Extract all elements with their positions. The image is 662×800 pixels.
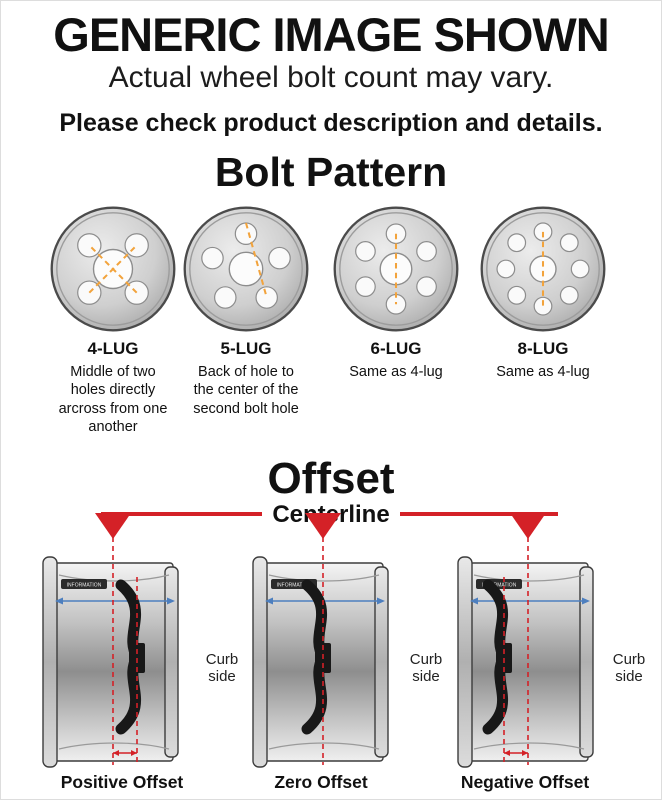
bolt-pattern-4-lug: 4-LUG Middle of two holes directly arcro… [38, 204, 188, 437]
negative-offset-label: Negative Offset [460, 772, 590, 792]
bolt-pattern-6-lug: 6-LUG Same as 4-lug [321, 204, 471, 381]
lug-label: 8-LUG [517, 339, 569, 358]
lug-description: Back of hole to the center of the second… [193, 364, 299, 417]
bolt-pattern-8-lug: 8-LUG Same as 4-lug [468, 204, 618, 381]
svg-text:INFORMATION: INFORMATION [277, 583, 312, 589]
svg-text:INFORMATION: INFORMATION [67, 583, 102, 589]
wheel-4-lug-diagram [48, 204, 178, 334]
bolt-pattern-heading: Bolt Pattern [214, 149, 448, 195]
zero-offset-wheel-diagram: INFORMATION [243, 513, 403, 773]
page-title: GENERIC IMAGE SHOWN [53, 8, 609, 61]
lug-description: Middle of two holes directly arcross fro… [58, 364, 168, 436]
lug-description: Same as 4-lug [496, 364, 590, 380]
curb-side-label: Curb side [409, 651, 443, 685]
lug-label: 6-LUG [370, 339, 422, 358]
svg-text:INFORMATION: INFORMATION [482, 583, 517, 589]
bolt-pattern-5-lug: 5-LUG Back of hole to the center of the … [171, 204, 321, 418]
wheel-8-lug-diagram [478, 204, 608, 334]
lug-label: 5-LUG [220, 339, 272, 358]
wheel-5-lug-diagram [181, 204, 311, 334]
lug-description: Same as 4-lug [349, 364, 443, 380]
offset-heading: Offset [267, 454, 395, 503]
positive-offset-wheel-diagram: INFORMATION [33, 513, 193, 773]
curb-side-label: Curb side [205, 651, 239, 685]
wheel-6-lug-diagram [331, 204, 461, 334]
zero-offset-label: Zero Offset [274, 772, 368, 792]
positive-offset-label: Positive Offset [60, 772, 184, 792]
negative-offset-wheel-diagram: INFORMATION [448, 513, 608, 773]
note-text: Please check product description and det… [59, 109, 603, 137]
lug-label: 4-LUG [87, 339, 139, 358]
curb-side-label: Curb side [612, 651, 646, 685]
subtitle-text: Actual wheel bolt count may vary. [108, 61, 554, 94]
